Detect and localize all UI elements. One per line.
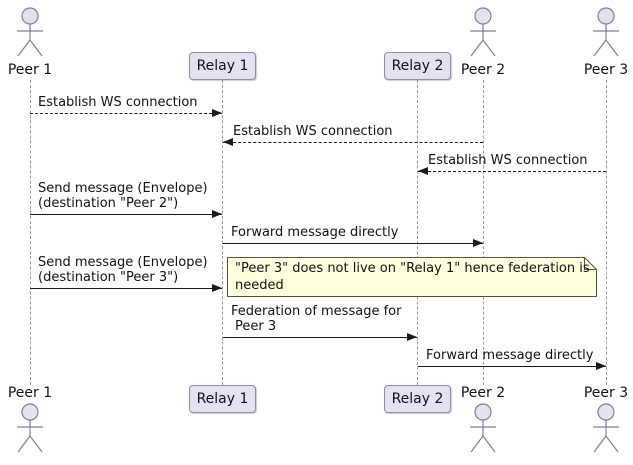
- stickman-icon: [592, 403, 620, 453]
- message-label-line1: Federation of message for: [231, 304, 402, 319]
- message-label-line2: (destination "Peer 3"): [38, 270, 179, 285]
- actor-label-peer-2-bottom: Peer 2: [460, 385, 506, 401]
- message-label: Establish WS connection: [428, 153, 588, 168]
- message-line: [418, 171, 606, 172]
- participant-box-relay-2-bottom: Relay 2: [384, 385, 451, 413]
- arrowhead-left-icon: [418, 167, 428, 175]
- participant-box-relay-1-bottom: Relay 1: [189, 385, 256, 413]
- arrowhead-right-icon: [407, 333, 417, 341]
- message-label: Send message (Envelope) (destination "Pe…: [38, 255, 208, 285]
- stickman-icon: [469, 403, 497, 453]
- message-label-line1: Send message (Envelope): [38, 181, 208, 196]
- arrowhead-right-icon: [212, 109, 222, 117]
- message-label-line1: Send message (Envelope): [38, 255, 208, 270]
- message-label: Send message (Envelope) (destination "Pe…: [38, 181, 208, 211]
- message-label-line2: (destination "Peer 2"): [38, 196, 179, 211]
- lifeline-peer-3: [606, 80, 607, 385]
- message-label: Federation of message for Peer 3: [231, 304, 401, 334]
- arrowhead-right-icon: [596, 362, 606, 370]
- message-label: Forward message directly: [231, 225, 399, 240]
- lifeline-peer-2: [483, 80, 484, 385]
- message-line: [30, 113, 222, 114]
- participant-box-relay-2-top: Relay 2: [384, 52, 451, 80]
- actor-label-peer-2-top: Peer 2: [460, 62, 506, 78]
- actor-label-peer-3-top: Peer 3: [583, 62, 629, 78]
- note-text-line2: needed: [235, 278, 284, 293]
- stickman-icon: [469, 7, 497, 57]
- message-line: [223, 337, 417, 338]
- message-label: Establish WS connection: [233, 124, 393, 139]
- actor-label-peer-1-top: Peer 1: [7, 62, 53, 78]
- message-label-line2: Peer 3: [235, 319, 277, 334]
- lifeline-relay-2: [417, 80, 418, 385]
- lifeline-peer-1: [30, 80, 31, 385]
- stickman-icon: [16, 403, 44, 453]
- message-line: [223, 142, 483, 143]
- stickman-icon: [16, 7, 44, 57]
- note-text: "Peer 3" does not live on "Relay 1" henc…: [235, 260, 590, 294]
- arrowhead-left-icon: [223, 138, 233, 146]
- note-text-line1: "Peer 3" does not live on "Relay 1" henc…: [235, 261, 590, 276]
- message-line: [30, 288, 222, 289]
- note-background: [227, 257, 597, 297]
- actor-label-peer-3-bottom: Peer 3: [583, 385, 629, 401]
- actor-label-peer-1-bottom: Peer 1: [7, 385, 53, 401]
- message-line: [30, 214, 222, 215]
- lifeline-relay-1: [222, 80, 223, 385]
- message-line: [223, 243, 483, 244]
- message-label: Establish WS connection: [38, 95, 198, 110]
- message-label: Forward message directly: [426, 348, 594, 363]
- arrowhead-right-icon: [212, 210, 222, 218]
- arrowhead-right-icon: [473, 239, 483, 247]
- participant-box-relay-1-top: Relay 1: [189, 52, 256, 80]
- message-line: [418, 366, 606, 367]
- stickman-icon: [592, 7, 620, 57]
- arrowhead-right-icon: [212, 284, 222, 292]
